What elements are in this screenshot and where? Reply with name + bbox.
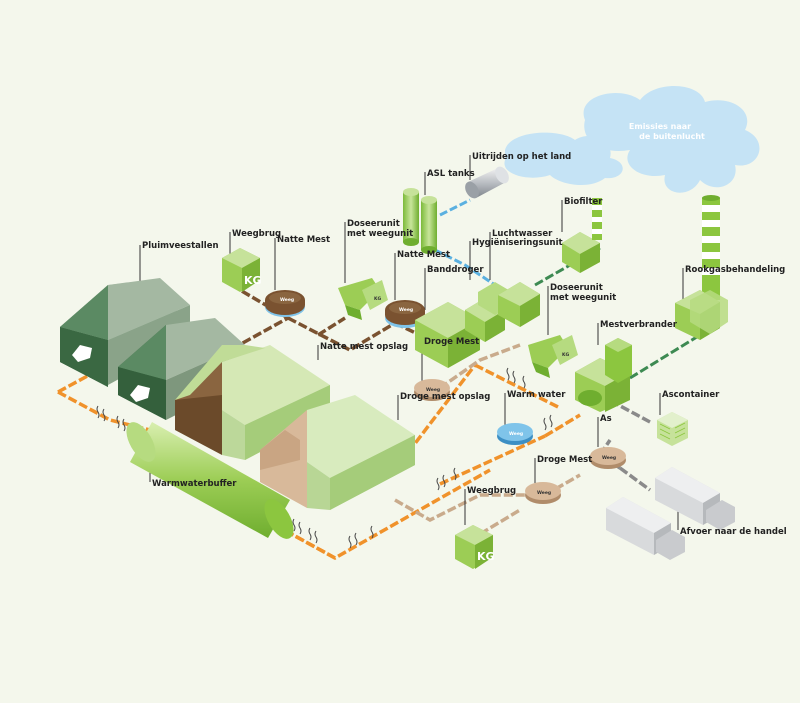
label-asl-tanks: ASL tanks	[427, 169, 475, 179]
truck-upper	[655, 467, 735, 530]
emissions-label-line1: Emissies naar	[629, 122, 691, 131]
labels: Pluimveestallen Weegbrug Natte Mest Dose…	[142, 152, 787, 537]
label-weegbrug-top: Weegbrug	[232, 229, 281, 239]
label-doseerunit-1: Doseerunit	[347, 219, 400, 229]
label-mestverbrander: Mestverbrander	[600, 320, 678, 330]
wet-manure-storage	[175, 345, 330, 460]
biofilter	[562, 198, 602, 273]
kg-icon: KG	[244, 274, 262, 287]
emission-cloud-right: Emissies naar de buitenlucht	[583, 85, 760, 193]
dosing-kg-2: KG	[562, 352, 569, 358]
label-natte-mest: Natte Mest	[277, 235, 330, 245]
weigh-tag-4: Weeg	[509, 431, 523, 437]
label-biofilter: Biofilter	[564, 197, 603, 207]
wet-manure-basin-2: Weeg	[385, 300, 425, 328]
biofilter-chimney	[592, 198, 602, 240]
dry-manure-dish-1: Weeg	[414, 379, 450, 401]
warm-water-dish: Weeg	[497, 423, 533, 445]
weigh-tag-3: Weeg	[426, 387, 440, 393]
weigh-tag-2: Weeg	[399, 307, 413, 313]
label-natte-mest-2: Natte Mest	[397, 250, 450, 260]
weigh-tag-1: Weeg	[280, 297, 294, 303]
ash-dish: Weeg	[590, 447, 626, 469]
label-uitrijden: Uitrijden op het land	[472, 152, 571, 162]
label-doseerunit-2: Doseerunit	[550, 283, 603, 293]
ash-container	[657, 412, 688, 446]
wet-manure-basin-1: Weeg	[265, 290, 305, 317]
dosing-unit-1: KG	[338, 278, 388, 320]
label-droge-mest-opslag: Droge mest opslag	[400, 392, 490, 402]
label-droge-mest-2: Droge Mest	[537, 455, 592, 465]
label-luchtwasser: Luchtwasser	[492, 229, 553, 239]
truck-lower	[606, 497, 685, 560]
label-weegbrug-bottom: Weegbrug	[467, 486, 516, 496]
dry-manure-storage	[260, 395, 415, 510]
water-pipe	[424, 198, 496, 287]
label-rookgasbehandeling: Rookgasbehandeling	[685, 265, 785, 275]
label-warm-water: Warm water	[507, 390, 566, 400]
dosing-kg-1: KG	[374, 296, 381, 302]
label-hygieniseringsunit: Hygiëniseringsunit	[472, 238, 563, 248]
kg-icon-bottom: KG	[477, 550, 495, 563]
weigh-tag-5: Weeg	[602, 455, 616, 461]
dry-manure-pipe	[394, 343, 581, 542]
weighbridge-bottom: KG	[455, 525, 495, 569]
label-banddroger: Banddroger	[427, 265, 484, 275]
dosing-unit-2: KG	[528, 335, 578, 378]
asl-tanks	[403, 188, 437, 254]
label-pluimveestallen: Pluimveestallen	[142, 241, 219, 251]
weigh-tag-6: Weeg	[537, 490, 551, 496]
manure-incinerator	[575, 338, 632, 412]
flue-gas-treatment	[675, 195, 728, 340]
weighbridge-top: KG	[222, 248, 262, 292]
air-scrubber	[498, 282, 540, 327]
emissions-label-line2: de buitenlucht	[639, 132, 705, 141]
emission-cloud-left	[504, 132, 623, 186]
label-warmwaterbuffer: Warmwaterbuffer	[152, 479, 237, 489]
label-ascontainer: Ascontainer	[662, 390, 720, 400]
label-as: As	[600, 414, 612, 424]
label-natte-mest-opslag: Natte mest opslag	[320, 342, 408, 352]
dry-manure-dish-2: Weeg	[525, 482, 561, 504]
warm-water-buffer-tank	[126, 422, 294, 539]
main-chimney	[702, 195, 720, 300]
label-doseerunit-2b: met weegunit	[550, 293, 616, 303]
label-doseerunit-1b: met weegunit	[347, 229, 413, 239]
label-droge-mest: Droge Mest	[424, 337, 479, 347]
label-afvoer: Afvoer naar de handel	[680, 527, 787, 537]
spreader-tanker	[465, 166, 509, 199]
